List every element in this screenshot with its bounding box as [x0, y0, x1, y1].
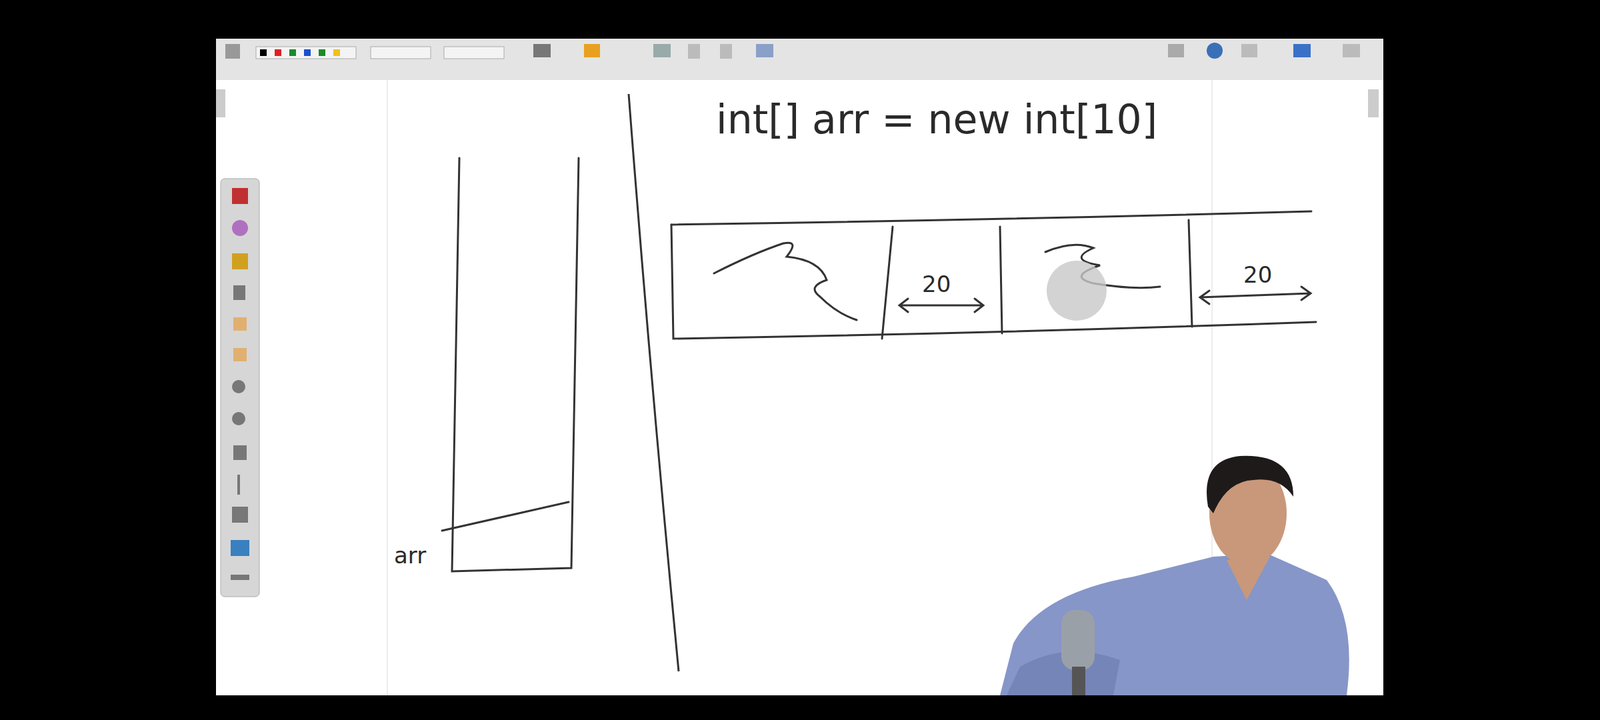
variable-label: arr — [392, 543, 428, 568]
top-toolbar — [216, 38, 1384, 80]
stack-drawing — [442, 158, 579, 572]
whiteboard — [216, 38, 1384, 696]
width-label: 20 — [1241, 262, 1274, 288]
squiggle — [714, 242, 857, 320]
toolbar-icons — [225, 42, 1360, 59]
presenter-figure — [1000, 456, 1350, 696]
side-toolbar — [220, 178, 260, 597]
width-arrows — [899, 286, 1311, 312]
array-drawing — [671, 211, 1316, 339]
page-guide — [386, 80, 388, 696]
side-toolbar-icons — [230, 188, 250, 580]
scroll-handle — [216, 89, 226, 118]
width-label: 20 — [920, 272, 953, 297]
divider-line — [628, 94, 679, 672]
eraser-blur — [1046, 260, 1107, 321]
code-line: int[] arr = new int[10] — [714, 97, 1160, 142]
scroll-handle — [1368, 89, 1379, 118]
